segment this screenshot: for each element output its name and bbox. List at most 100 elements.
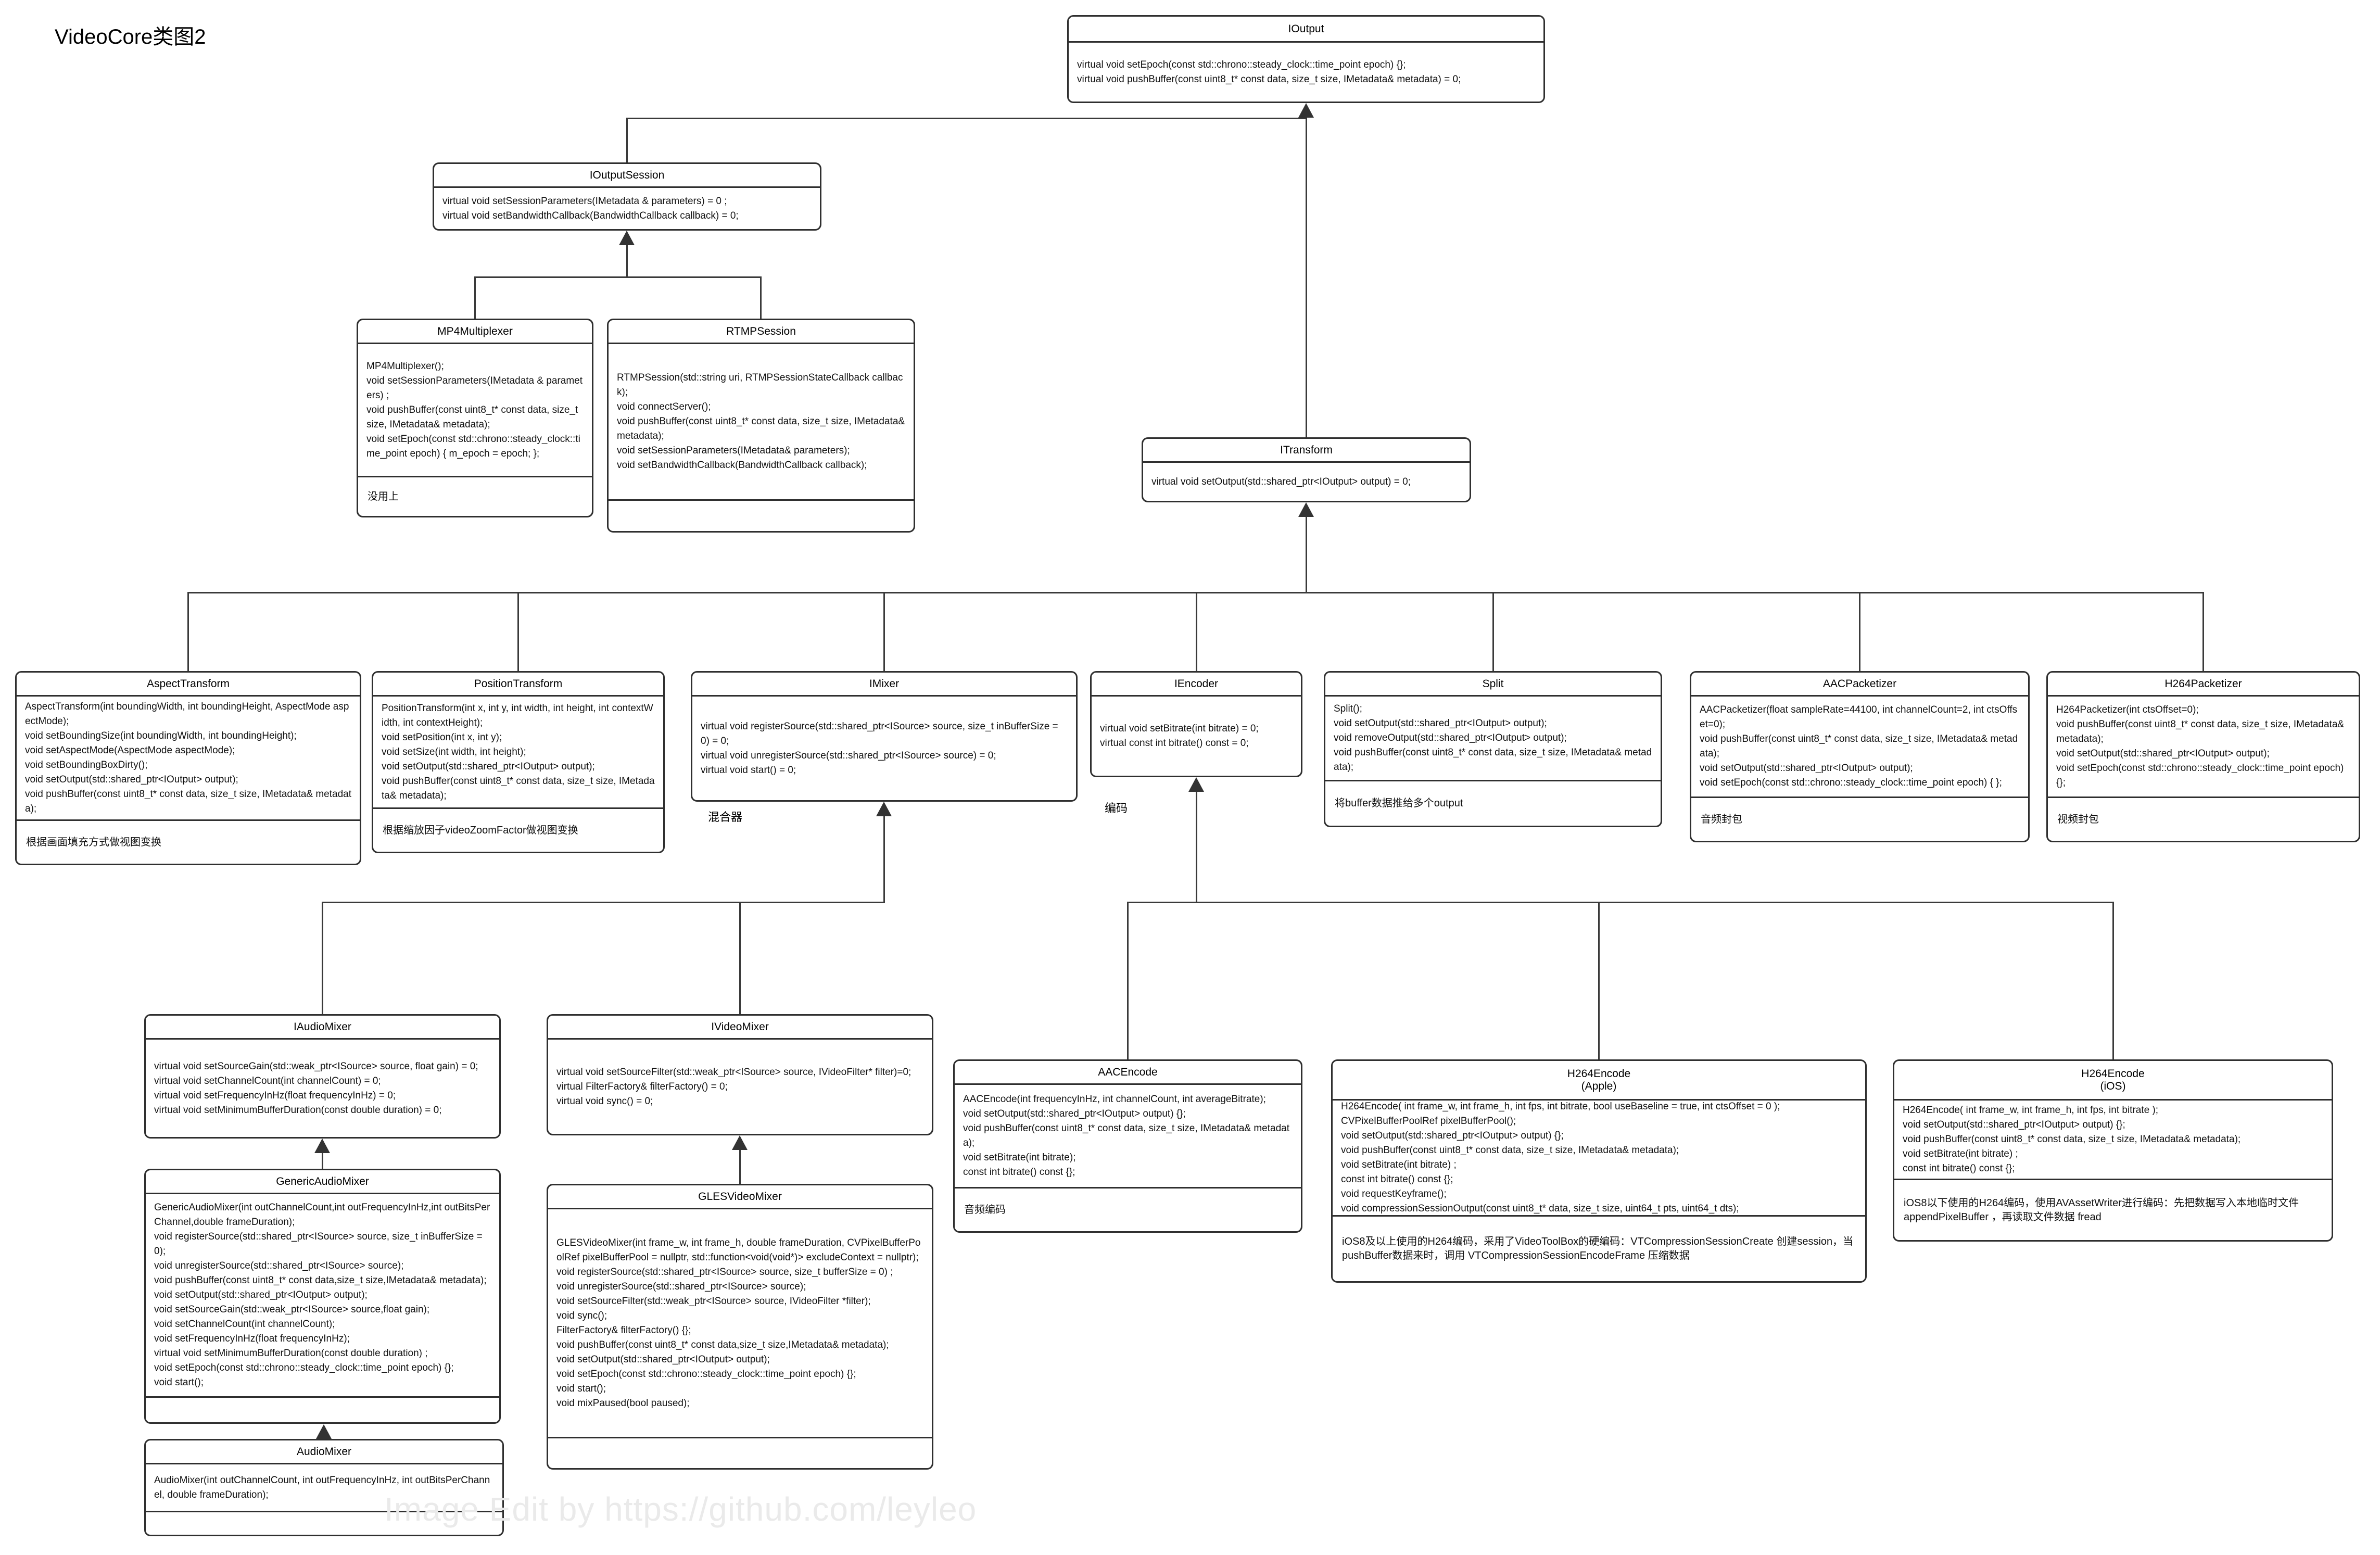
class-aacencode: AACEncode AACEncode(int frequencyInHz, i… [953, 1059, 1302, 1233]
connector-line [626, 118, 628, 162]
connector-line [322, 1153, 323, 1169]
class-methods: AACPacketizer(float sampleRate=44100, in… [1691, 697, 2028, 797]
method-line: RTMPSession(std::string uri, RTMPSession… [617, 372, 903, 398]
method-line: void pushBuffer(const uint8_t* const dat… [617, 416, 905, 441]
method-line: void setBitrate(int bitrate) ; [1341, 1159, 1457, 1170]
method-line: void removeOutput(std::shared_ptr<IOutpu… [1334, 732, 1567, 743]
method-line: void pushBuffer(const uint8_t* const dat… [1700, 734, 2018, 759]
class-positiontransform: PositionTransform PositionTransform(int … [372, 671, 665, 853]
class-methods: AudioMixer(int outChannelCount, int outF… [146, 1464, 502, 1511]
class-note: 将buffer数据推给多个output [1325, 780, 1661, 826]
class-methods: virtual void registerSource(std::shared_… [692, 697, 1076, 800]
method-line: void setBoundingSize(int boundingWidth, … [25, 730, 297, 741]
method-line: void pushBuffer(const uint8_t* const dat… [382, 775, 655, 801]
method-line: void requestKeyframe(); [1341, 1189, 1447, 1199]
class-title-text: H264Encode [1567, 1067, 1631, 1080]
class-methods: MP4Multiplexer(); void setSessionParamete… [358, 344, 592, 476]
class-title: GenericAudioMixer [146, 1170, 499, 1194]
connector-line [760, 276, 762, 319]
method-line: virtual void unregisterSource(std::share… [701, 750, 996, 761]
class-h264encode-ios: H264Encode (iOS) H264Encode( int frame_w… [1893, 1059, 2333, 1242]
method-line: AACEncode(int frequencyInHz, int channel… [963, 1094, 1266, 1105]
method-line: virtual FilterFactory& filterFactory() =… [556, 1081, 728, 1092]
class-title: IEncoder [1092, 673, 1301, 697]
method-line: virtual void setSessionParameters(IMetad… [442, 195, 727, 207]
connector-line [2202, 592, 2204, 671]
method-line: void setSessionParameters(IMetadata & pa… [366, 375, 583, 401]
class-note: 音频编码 [955, 1187, 1301, 1231]
method-line: void setBandwidthCallback(BandwidthCallb… [617, 460, 867, 471]
method-line: virtual void registerSource(std::shared_… [701, 720, 1058, 747]
method-line: void setEpoch(const std::chrono::steady_… [154, 1362, 454, 1373]
class-methods: virtual void setOutput(std::shared_ptr<I… [1143, 463, 1470, 501]
method-line: void pushBuffer(const uint8_t* const dat… [366, 404, 578, 430]
connector-line [187, 592, 189, 671]
class-title: H264Encode (Apple) [1333, 1061, 1865, 1101]
class-title: H264Packetizer [2048, 673, 2359, 697]
class-ioutputsession: IOutputSession virtual void setSessionPa… [433, 162, 821, 231]
method-line: void setOutput(std::shared_ptr<IOutput> … [25, 774, 238, 785]
method-line: void pushBuffer(const uint8_t* const dat… [1334, 747, 1652, 773]
method-line: void setOutput(std::shared_ptr<IOutput> … [1700, 763, 1913, 774]
class-title: ITransform [1143, 439, 1470, 463]
class-title: AACEncode [955, 1061, 1301, 1085]
class-title: IVideoMixer [548, 1016, 932, 1040]
inheritance-arrow-icon [1298, 103, 1314, 118]
method-line: virtual void setOutput(std::shared_ptr<I… [1151, 476, 1411, 487]
class-title: PositionTransform [373, 673, 663, 697]
class-note: iOS8及以上使用的H264编码，采用了VideoToolBox的硬编码：VTC… [1333, 1215, 1865, 1281]
method-line: MP4Multiplexer(); [366, 360, 444, 372]
method-line: virtual void setSourceFilter(std::weak_p… [556, 1066, 912, 1078]
method-line: virtual void setChannelCount(int channel… [154, 1075, 381, 1086]
class-methods: RTMPSession(std::string uri, RTMPSession… [609, 344, 914, 499]
method-line: const int bitrate() const {}; [963, 1167, 1075, 1178]
method-line: void setOutput(std::shared_ptr<IOutput> … [154, 1289, 368, 1300]
class-iaudiomixer: IAudioMixer virtual void setSourceGain(s… [144, 1014, 501, 1139]
method-line: void setFrequencyInHz(float frequencyInH… [154, 1333, 350, 1344]
class-methods: GenericAudioMixer(int outChannelCount,in… [146, 1194, 499, 1396]
class-note: 音频封包 [1691, 797, 2028, 841]
method-line: void unregisterSource(std::shared_ptr<IS… [556, 1281, 806, 1292]
method-line: void connectServer(); [617, 401, 711, 412]
connector-line [1859, 592, 1860, 671]
method-line: void setOutput(std::shared_ptr<IOutput> … [382, 761, 595, 772]
method-line: void pushBuffer(const uint8_t* const dat… [1341, 1145, 1679, 1156]
method-line: virtual void setBitrate(int bitrate) = 0… [1100, 723, 1259, 734]
method-line: void sync(); [556, 1310, 607, 1321]
page-title: VideoCore类图2 [55, 26, 206, 48]
class-iencoder: IEncoder virtual void setBitrate(int bit… [1090, 671, 1302, 777]
class-title-text: H264Encode [2081, 1067, 2145, 1080]
inheritance-arrow-icon [876, 802, 892, 816]
method-line: AspectTransform(int boundingWidth, int b… [25, 701, 349, 727]
method-line: void setAspectMode(AspectMode aspectMode… [25, 745, 235, 756]
connector-line [883, 816, 885, 902]
method-line: void setEpoch(const std::chrono::steady_… [556, 1368, 856, 1380]
class-title: MP4Multiplexer [358, 320, 592, 344]
method-line: void pushBuffer(const uint8_t* const dat… [556, 1339, 889, 1350]
connector-line [1492, 592, 1494, 671]
method-line: void setBoundingBoxDirty(); [25, 760, 148, 770]
class-note [548, 1437, 932, 1468]
class-ivideomixer: IVideoMixer virtual void setSourceFilter… [547, 1014, 933, 1135]
class-title: IOutput [1069, 17, 1543, 43]
class-methods: PositionTransform(int x, int y, int widt… [373, 697, 663, 807]
class-h264encode-apple: H264Encode (Apple) H264Encode( int frame… [1331, 1059, 1867, 1283]
method-line: void setOutput(std::shared_ptr<IOutput> … [556, 1354, 770, 1365]
method-line: GLESVideoMixer(int frame_w, int frame_h,… [556, 1237, 921, 1263]
method-line: AACPacketizer(float sampleRate=44100, in… [1700, 704, 2018, 730]
class-genericaudiomixer: GenericAudioMixer GenericAudioMixer(int … [144, 1169, 501, 1424]
connector-line [322, 902, 885, 903]
method-line: void setOutput(std::shared_ptr<IOutput> … [1334, 718, 1547, 729]
method-line: void pushBuffer(const uint8_t* const dat… [2056, 719, 2345, 744]
connector-line [883, 592, 885, 671]
class-glesvideomixer: GLESVideoMixer GLESVideoMixer(int frame_… [547, 1184, 933, 1470]
connector-line [2112, 902, 2114, 1059]
method-line: void setEpoch(const std::chrono::steady_… [2056, 763, 2344, 788]
method-line: AudioMixer(int outChannelCount, int outF… [154, 1474, 490, 1500]
inheritance-arrow-icon [316, 1424, 332, 1439]
method-line: H264Packetizer(int ctsOffset=0); [2056, 704, 2199, 715]
method-line: FilterFactory& filterFactory() {}; [556, 1324, 691, 1336]
class-note [146, 1511, 502, 1535]
class-methods: AspectTransform(int boundingWidth, int b… [17, 697, 360, 819]
